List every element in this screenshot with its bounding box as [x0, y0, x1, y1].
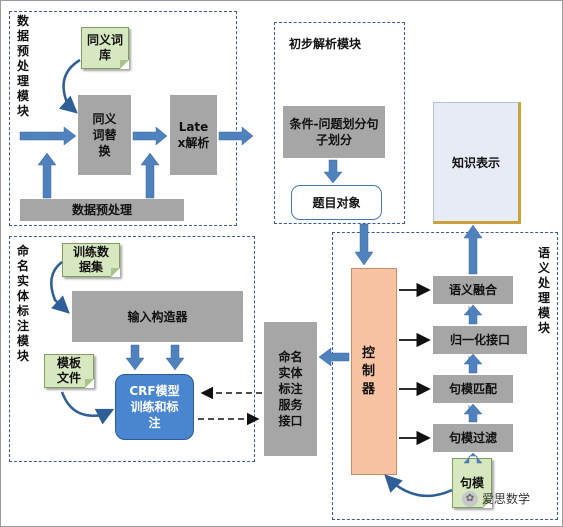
semantic-module-label: 语义处理模块	[537, 246, 550, 335]
synonym-replace-box: 同义词替换	[78, 95, 131, 175]
arrow-pattern-to-filter	[463, 452, 483, 464]
arrow-left-to-replace	[19, 126, 77, 146]
watermark: ✿ 爱思数学	[462, 490, 530, 507]
ner-module	[9, 236, 255, 462]
arrow-preprocess-to-latex	[140, 152, 160, 199]
arrow-normalize-to-fusion	[463, 304, 483, 325]
controller-box: 控制器	[351, 268, 397, 475]
arrow-builder-to-crf-2	[165, 344, 185, 371]
arrow-builder-to-crf-1	[125, 344, 145, 371]
semantic-fusion-box: 语义融合	[433, 276, 513, 304]
synonym-lib-note: 同义词库	[81, 27, 129, 69]
sentence-pattern-note: 句模	[452, 458, 492, 508]
preprocess-module	[9, 11, 237, 226]
wechat-logo-icon: ✿	[462, 490, 478, 507]
preprocess-module-label: 数据预处理模块	[16, 14, 29, 118]
arrow-train-to-builder	[50, 261, 70, 314]
semantic-module	[332, 232, 558, 520]
arrow-lib-to-replace	[58, 58, 81, 114]
ner-service-api-box: 命名实体标注服务接口	[264, 322, 317, 456]
knowledge-representation-doc: 知识表示	[433, 102, 521, 224]
arrow-preprocess-to-replace	[37, 152, 57, 199]
normalize-api-box: 归一化接口	[433, 326, 527, 354]
arrow-pattern-to-controller	[384, 474, 453, 498]
arrow-filter-to-match	[463, 403, 483, 423]
ner-module-label: 命名实体标注模块	[16, 244, 29, 363]
parse-module	[274, 22, 405, 224]
cond-split-box: 条件-问题划分句子划分	[283, 106, 385, 158]
watermark-text: 爱思数学	[482, 492, 531, 506]
crf-model-box[interactable]: CRF模型训练和标注	[115, 374, 194, 440]
input-builder-box: 输入构造器	[72, 291, 243, 342]
pattern-filter-box: 句模过滤	[433, 424, 513, 452]
pattern-match-box: 句模匹配	[433, 375, 513, 403]
arrow-latex-to-parse	[218, 126, 254, 146]
parse-module-label: 初步解析模块	[289, 37, 362, 51]
data-preprocess-box: 数据预处理	[20, 199, 184, 221]
latex-parse-box: Latex解析	[170, 95, 217, 175]
arrow-replace-to-latex	[132, 126, 168, 146]
template-file-note: 模板文件	[44, 354, 94, 388]
question-object-box: 题目对象	[291, 185, 382, 220]
arrow-object-to-controller	[354, 223, 374, 266]
arrow-split-to-object	[323, 159, 343, 184]
arrow-template-to-crf	[60, 391, 115, 425]
train-data-note: 训练数据集	[62, 243, 120, 277]
arrow-fusion-to-knowledge	[463, 224, 483, 275]
arrow-controller-to-ner	[318, 347, 350, 367]
arrow-match-to-normalize	[463, 353, 483, 374]
